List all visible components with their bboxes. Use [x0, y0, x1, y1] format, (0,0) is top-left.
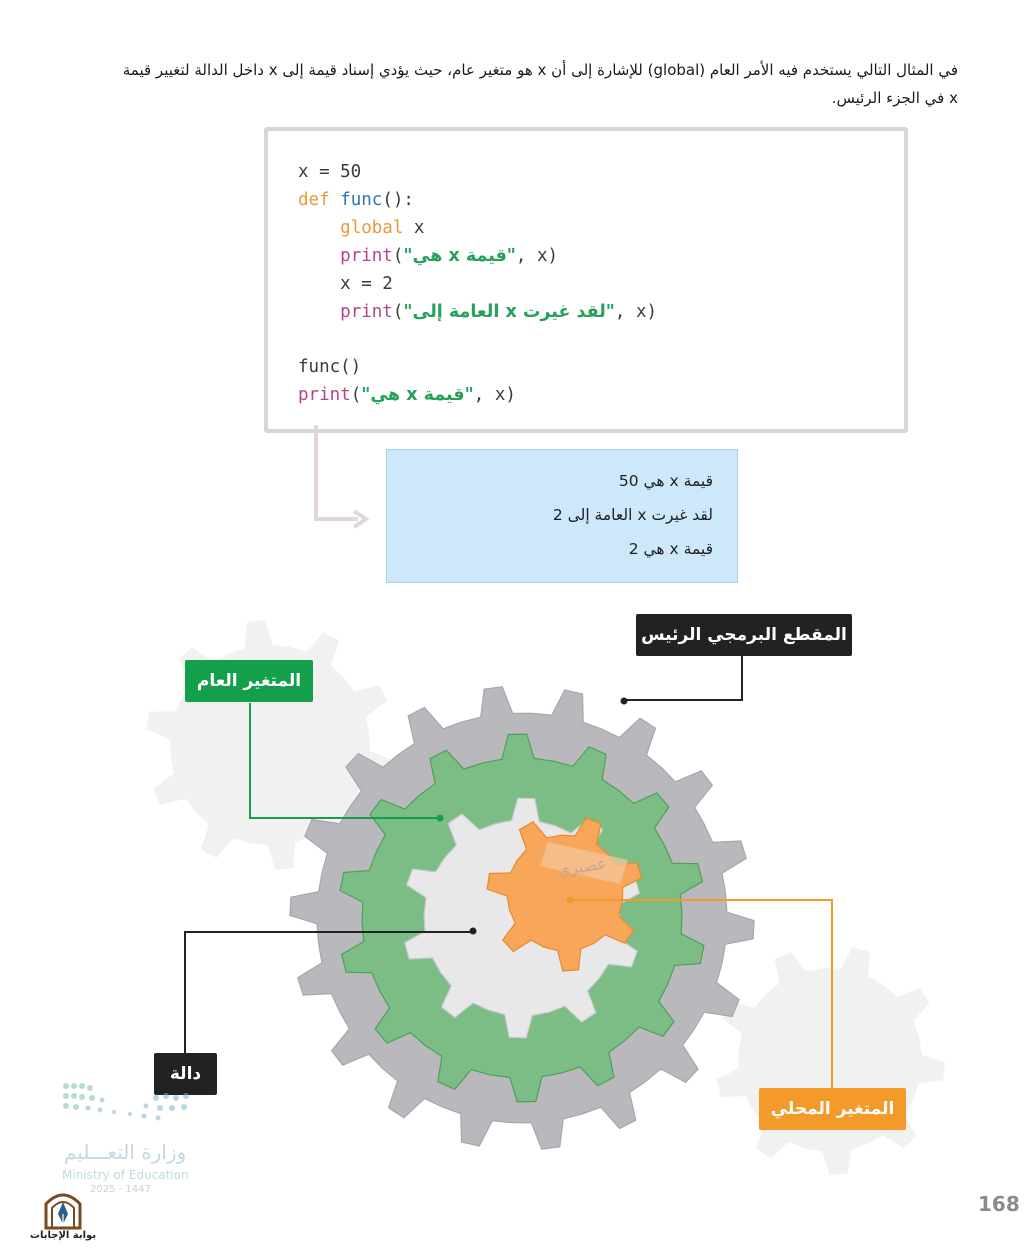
code-line-2: def func(): — [298, 190, 414, 210]
string-literal-3: "قيمة x هي" — [361, 385, 474, 406]
code-line-8: func() — [298, 357, 362, 378]
ministry-year: 2025 - 1447 — [90, 1184, 151, 1195]
background-gear-right — [716, 947, 945, 1175]
global-keyword: global — [340, 217, 404, 238]
func-name: func — [340, 189, 383, 210]
output-arrow — [314, 425, 370, 529]
mosque-pen-icon — [44, 1193, 82, 1230]
leader-function-dot — [469, 927, 477, 935]
string-literal-1: "قيمة x هي" — [403, 245, 516, 266]
label-local-variable: المتغير المحلي — [759, 1088, 906, 1130]
leader-local — [570, 899, 833, 1090]
string-literal-2: "لقد غيرت x العامة إلى" — [403, 301, 615, 322]
code-line-9-rest: , x) — [473, 385, 516, 406]
code-line-3-rest: x — [403, 217, 425, 238]
leader-function — [184, 931, 472, 1055]
code-listing: x = 50 def func(): global x print("قيمة … — [298, 162, 658, 406]
output-line-1: قيمة x هي 50 — [618, 472, 713, 490]
ministry-name-english: Ministry of Education — [62, 1168, 189, 1182]
ministry-of-education-logo: وزارة التعـــليم Ministry of Education 2… — [60, 1080, 220, 1200]
label-global-variable: المتغير العام — [185, 660, 313, 702]
intro-paragraph: في المثال التالي يستخدم فيه الأمر العام … — [80, 56, 958, 112]
print-call-2: print — [340, 301, 393, 322]
output-line-3: قيمة x هي 2 — [628, 540, 713, 558]
ministry-dots-icon — [63, 1083, 189, 1121]
portal-name: بوابة الإجابات — [29, 1230, 97, 1241]
leader-local-dot — [566, 896, 574, 904]
label-function: دالة — [154, 1053, 217, 1095]
watermark-band — [540, 842, 628, 884]
intro-line-1: في المثال التالي يستخدم فيه الأمر العام … — [122, 61, 958, 79]
def-keyword: def — [298, 189, 330, 210]
code-line-2-rest: (): — [382, 189, 414, 210]
answers-portal-logo: بوابة الإجابات — [26, 1186, 100, 1248]
output-line-2: لقد غيرت x العامة إلى 2 — [552, 506, 713, 524]
print-call-1: print — [340, 245, 393, 266]
code-block: x = 50 def func(): global x print("قيمة … — [264, 127, 908, 433]
label-main-program: المقطع البرمجي الرئيس — [636, 614, 852, 656]
page-number: 168 — [978, 1192, 1020, 1216]
ministry-name-arabic: وزارة التعـــليم — [64, 1140, 187, 1164]
code-line-1: x = 50 — [298, 162, 362, 182]
leader-global-dot — [436, 814, 444, 822]
leader-main — [624, 656, 743, 701]
code-line-4-rest: , x) — [515, 245, 559, 266]
code-line-5: x = 2 — [340, 273, 393, 294]
print-call-3: print — [298, 385, 351, 406]
leader-main-dot — [620, 697, 628, 705]
intro-line-2: x في الجزء الرئيس. — [831, 89, 958, 107]
leader-global — [249, 703, 440, 819]
code-line-6-rest: , x) — [614, 301, 658, 322]
output-panel: قيمة x هي 50 لقد غيرت x العامة إلى 2 قيم… — [386, 449, 738, 583]
